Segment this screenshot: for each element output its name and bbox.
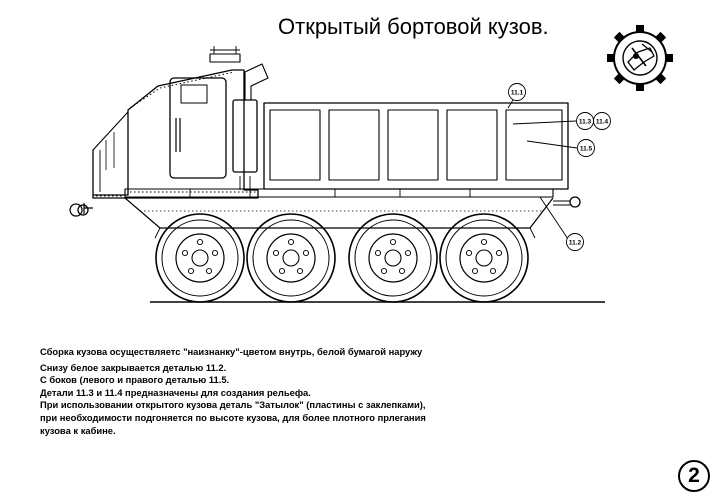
callout-11-5: 11.5 <box>580 146 593 153</box>
wheel-2 <box>246 213 336 303</box>
page-number-badge: 2 <box>678 460 710 492</box>
note-line-7: кузова к кабине. <box>40 424 116 436</box>
diagram-title: Открытый бортовой кузов. <box>278 14 549 39</box>
gear-logo-icon <box>607 25 673 91</box>
callout-11-3: 11.3 <box>579 119 592 126</box>
callout-11-2: 11.2 <box>569 240 582 247</box>
callout-11-4: 11.4 <box>596 119 609 126</box>
callouts <box>507 83 611 251</box>
note-line-2: Снизу белое закрывается деталью 11.2. <box>40 361 227 373</box>
note-line-1: Сборка кузова осуществляетс "наизнанку"-… <box>40 346 423 357</box>
cargo-body <box>263 102 569 190</box>
wheel-4 <box>439 213 529 303</box>
note-line-5: При использовании открытого кузова детал… <box>40 399 426 411</box>
note-line-3: С боков (левого и правого деталью 11.5. <box>40 374 230 386</box>
wheel-1 <box>155 213 245 303</box>
note-line-4: Детали 11.3 и 11.4 предназначены для соз… <box>40 386 311 398</box>
callout-11-1: 11.1 <box>511 90 524 97</box>
wheel-set <box>155 213 529 303</box>
assembly-notes: Сборка кузова осуществляетс "наизнанку"-… <box>40 346 460 437</box>
wheel-3 <box>348 213 438 303</box>
note-line-6: при необходимости подгоняется по высоте … <box>40 411 426 423</box>
